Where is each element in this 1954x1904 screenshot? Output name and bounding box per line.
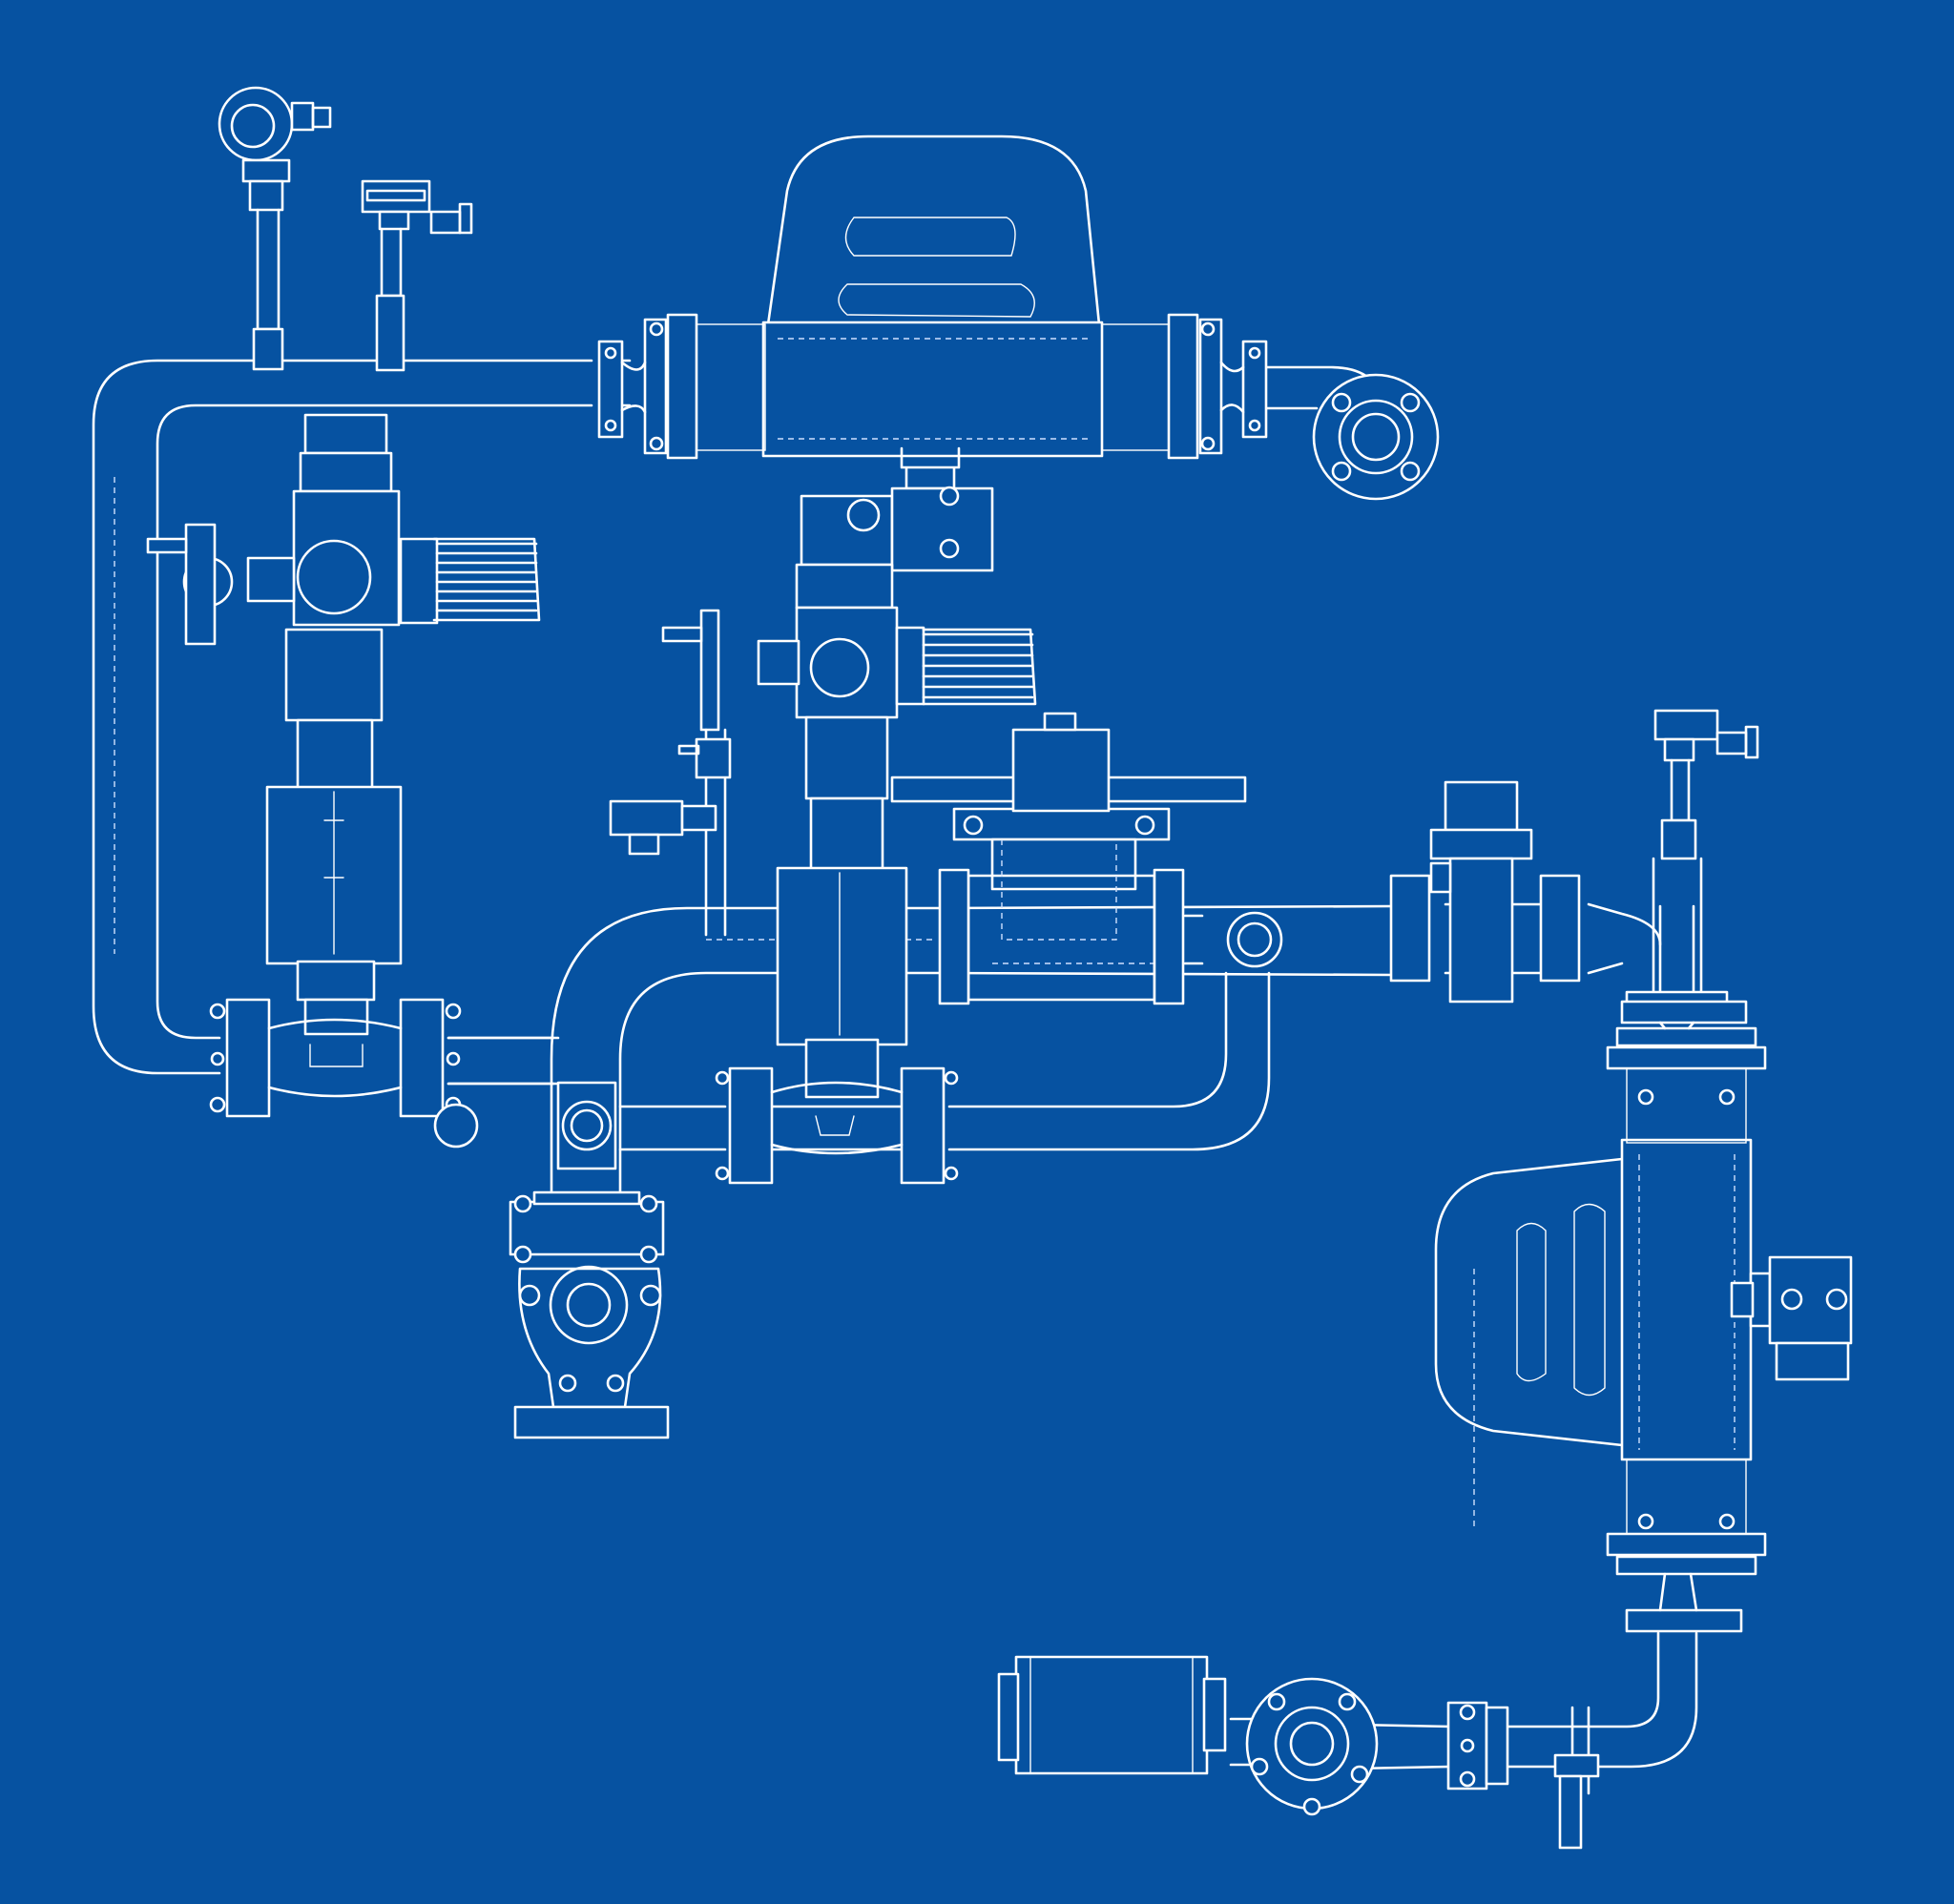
right-meter-sensor-hood (1434, 1157, 1624, 1447)
hidden-lines (114, 477, 1475, 1526)
pressure-transmitter-top-left (218, 86, 332, 371)
lower-return-pipe (618, 971, 1271, 1151)
riser-union (556, 1081, 617, 1170)
bottom-run-to-riser (447, 1036, 555, 1086)
left-electric-actuator-valve (146, 413, 541, 1036)
right-riser-pipe (1658, 904, 1695, 999)
instrument-branch-valve (609, 728, 732, 937)
top-coriolis-flow-meter (597, 135, 1268, 490)
right-coriolis-flow-meter (1434, 1000, 1853, 1633)
bottom-right-motor (997, 1655, 1227, 1775)
bottom-right-pipe (1229, 1631, 1698, 1770)
actuator-motor-fins (435, 542, 538, 612)
central-riser-pipe (550, 906, 946, 1194)
left-bypass-pipe (92, 359, 593, 1075)
bottom-right-round-flange (1245, 1677, 1379, 1816)
top-meter-bolts (604, 321, 1261, 451)
left-bottom-gate-valve (209, 998, 462, 1118)
pipe-network (92, 359, 1698, 1770)
central-electric-actuator-valve (661, 486, 1247, 1099)
middle-flow-transmitter (1389, 780, 1581, 1004)
pipe-union-sightglass (433, 911, 1283, 1149)
central-motor-fins (922, 632, 1034, 699)
bottom-check-valve-body (509, 1190, 670, 1439)
bottom-right-gate-valve (1446, 1701, 1600, 1850)
strainer-filter (938, 712, 1204, 1005)
top-meter-sensor-hood (766, 135, 1101, 326)
top-right-outlet-flange (1312, 373, 1440, 501)
lower-middle-gate-valve (715, 1066, 959, 1185)
temperature-transmitter-top-left (361, 179, 473, 372)
